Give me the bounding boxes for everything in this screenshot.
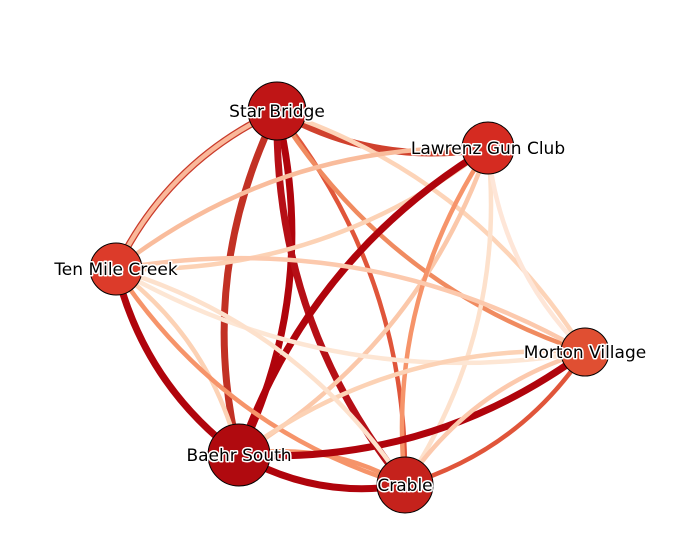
edge-lawrenz-ten_mile bbox=[113, 145, 491, 272]
edge-star_bridge-crable bbox=[274, 108, 408, 488]
edge-lawrenz-morton bbox=[485, 145, 588, 355]
node-label-morton: Morton Village bbox=[524, 343, 646, 363]
edge-star_bridge-crable bbox=[273, 107, 409, 489]
edge-lawrenz-crable bbox=[402, 145, 494, 488]
node-label-lawrenz: Lawrenz Gun Club bbox=[411, 139, 565, 159]
edge-star_bridge-morton bbox=[274, 108, 588, 355]
node-ten_mile bbox=[89, 242, 143, 296]
edge-star_bridge-baehr bbox=[235, 107, 296, 459]
edge-baehr-morton bbox=[236, 348, 588, 458]
node-star_bridge bbox=[247, 81, 307, 141]
node-label-baehr: Baehr South bbox=[186, 446, 291, 466]
edge-star_bridge-morton bbox=[274, 108, 588, 355]
edge-layer bbox=[112, 107, 589, 493]
node-lawrenz bbox=[461, 121, 515, 175]
node-layer bbox=[89, 81, 610, 514]
node-morton bbox=[560, 327, 610, 377]
edge-star_bridge-baehr bbox=[220, 107, 281, 459]
node-label-star_bridge: Star Bridge bbox=[229, 102, 325, 122]
edge-crable-morton bbox=[402, 349, 588, 488]
node-crable bbox=[376, 456, 434, 514]
edge-ten_mile-crable bbox=[113, 266, 408, 488]
node-label-ten_mile: Ten Mile Creek bbox=[53, 260, 178, 280]
edge-ten_mile-morton bbox=[113, 255, 588, 355]
edge-ten_mile-morton bbox=[113, 266, 588, 366]
edge-crable-morton bbox=[402, 349, 588, 488]
node-label-crable: Crable bbox=[377, 476, 432, 496]
node-baehr bbox=[207, 423, 271, 487]
edge-ten_mile-crable bbox=[113, 266, 408, 488]
edge-lawrenz-baehr bbox=[235, 144, 492, 459]
edge-lawrenz-baehr bbox=[236, 145, 491, 458]
edge-baehr-morton bbox=[235, 348, 589, 460]
edge-ten_mile-star_bridge bbox=[113, 108, 280, 272]
